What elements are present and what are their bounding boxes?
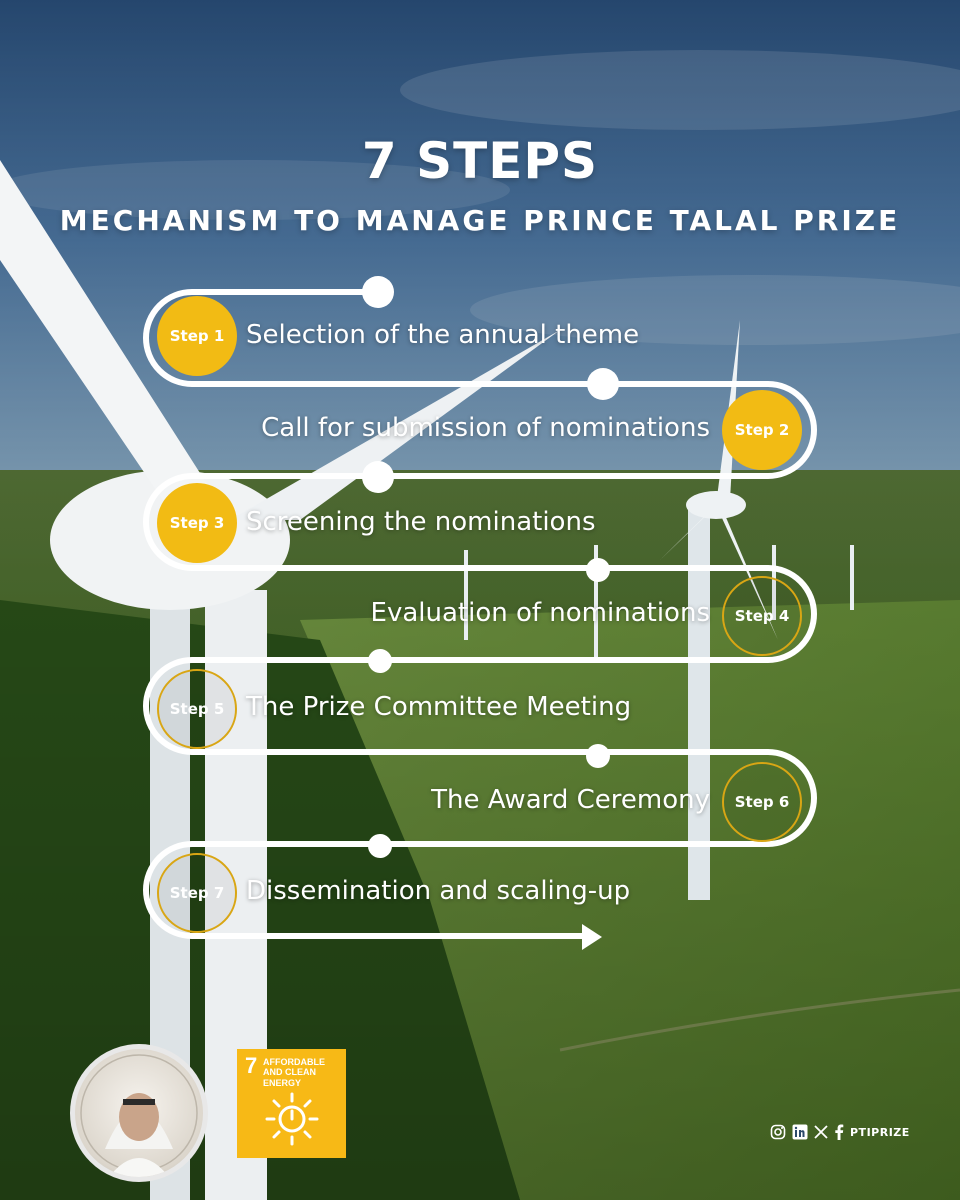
step-7-label: Dissemination and scaling-up [246,876,631,906]
sdg-text: AFFORDABLE AND CLEAN ENERGY [263,1057,325,1088]
portrait-icon [80,1054,198,1177]
flow-dot [586,744,610,768]
step-3-label: Screening the nominations [246,507,596,537]
step-2-badge: Step 2 [722,390,802,470]
step-5-badge: Step 5 [157,669,237,749]
page-subtitle: MECHANISM TO MANAGE PRINCE TALAL PRIZE [59,204,901,237]
sun-power-icon [265,1092,319,1146]
step-4-label: Evaluation of nominations [370,598,710,628]
step-6-badge: Step 6 [722,762,802,842]
step-5-label: The Prize Committee Meeting [246,692,632,722]
flow-dot [587,368,619,400]
flow-dot [368,834,392,858]
sdg-7-badge: 7 AFFORDABLE AND CLEAN ENERGY [237,1049,346,1158]
x-icon[interactable] [814,1125,828,1139]
social-handle: PTIPRIZE [850,1125,910,1139]
step-1-badge: Step 1 [157,296,237,376]
linkedin-icon[interactable] [792,1124,808,1140]
step-3-badge: Step 3 [157,483,237,563]
flow-arrow-icon [582,924,602,950]
sdg-number: 7 [245,1053,258,1078]
step-7-badge: Step 7 [157,853,237,933]
instagram-icon[interactable] [770,1124,786,1140]
step-4-badge: Step 4 [722,576,802,656]
social-links: PTIPRIZE [770,1124,910,1140]
flow-dot [368,649,392,673]
flow-dot [586,558,610,582]
prize-logo [70,1044,208,1182]
step-6-label: The Award Ceremony [431,785,710,815]
flow-dot [362,276,394,308]
step-2-label: Call for submission of nominations [261,413,710,443]
facebook-icon[interactable] [834,1124,844,1140]
flow-dot [362,461,394,493]
page-title: 7 STEPS [361,132,599,190]
step-1-label: Selection of the annual theme [246,320,640,350]
